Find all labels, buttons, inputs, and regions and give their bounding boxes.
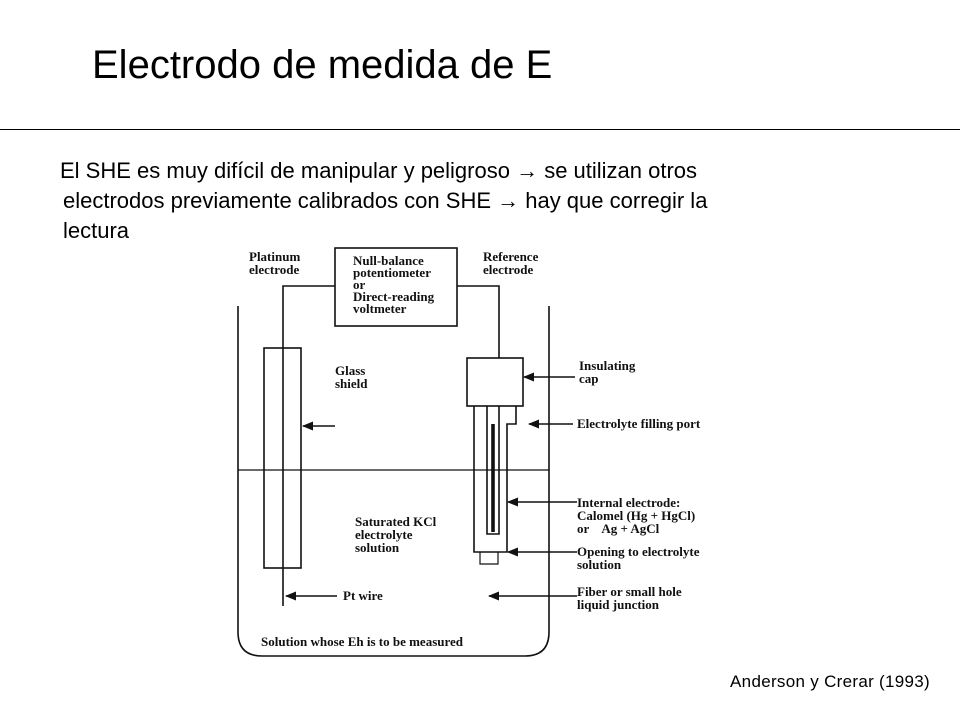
body-text: El SHE es muy difícil de manipular y pel… — [60, 156, 880, 246]
junction-tip — [479, 552, 499, 565]
opening-label: Opening to electrolyte solution — [577, 544, 703, 572]
reference-tube-inner — [486, 406, 500, 535]
reference-tube-outer — [473, 406, 517, 553]
platinum-electrode-label: Platinum electrode — [249, 249, 304, 277]
internal-electrode-label: Internal electrode: Calomel (Hg + HgCl) … — [577, 495, 699, 536]
wire-right — [457, 285, 500, 358]
junction-label: Fiber or small hole liquid junction — [577, 584, 685, 612]
body-line: lectura — [63, 218, 130, 243]
body-line: electrodos previamente calibrados con SH… — [63, 188, 708, 213]
glass-shield-label: Glass shield — [335, 363, 369, 391]
pt-wire-label: Pt wire — [343, 588, 383, 603]
beaker — [237, 306, 550, 657]
solution-label: Solution whose Eh is to be measured — [261, 634, 464, 649]
citation: Anderson y Crerar (1993) — [730, 672, 930, 691]
meter-box — [334, 247, 458, 327]
slide-title: Electrodo de medida de E — [92, 43, 553, 87]
insulating-cap — [466, 357, 524, 407]
filling-port-label: Electrolyte filling port — [577, 416, 701, 431]
electrode-diagram: Platinum electrode Null-balance potentio… — [237, 247, 703, 657]
kcl-solution-label: Saturated KCl electrolyte solution — [355, 514, 440, 555]
insulating-cap-label: Insulating cap — [579, 358, 639, 386]
body-line: El SHE es muy difícil de manipular y pel… — [60, 158, 698, 183]
title-divider — [0, 129, 960, 130]
glass-shield — [263, 347, 302, 569]
meter-label: Null-balance potentiometer or Direct-rea… — [353, 253, 437, 316]
reference-electrode-label: Reference electrode — [483, 249, 542, 277]
wire-left — [282, 285, 335, 606]
